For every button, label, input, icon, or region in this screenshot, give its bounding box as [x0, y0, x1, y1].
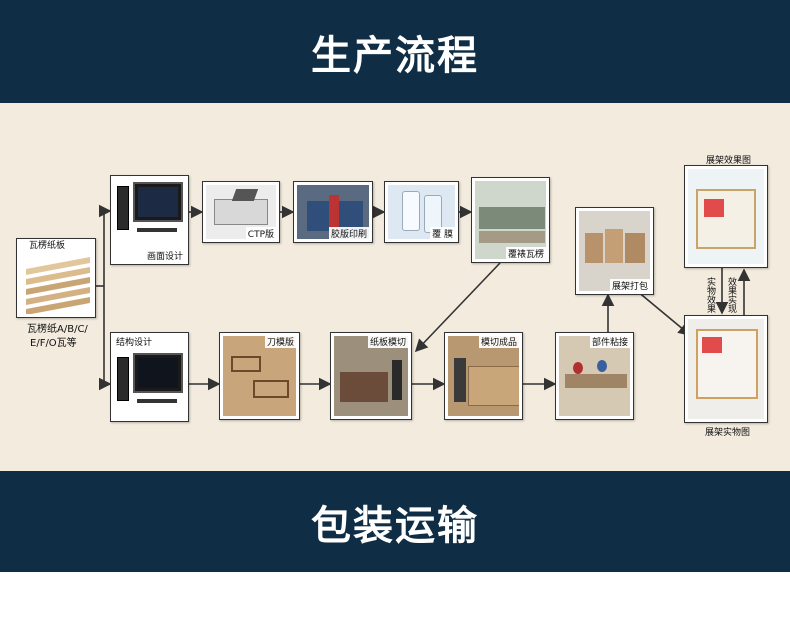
- monitor-icon: [133, 182, 183, 222]
- arrow-laminate-to-diecut: [414, 262, 501, 353]
- node-part-gluing: 部件粘接: [555, 332, 634, 420]
- offset-printing-label: 胶版印刷: [328, 227, 369, 240]
- keyboard-icon: [137, 399, 177, 403]
- corrugated-caption-2: E/F/O瓦等: [30, 338, 77, 349]
- packing-label: 展架打包: [609, 279, 650, 292]
- node-die-cutting: 纸板模切: [330, 332, 412, 420]
- display-rack-render-image: [688, 169, 764, 264]
- node-corrugated-board: 瓦楞纸板: [16, 238, 96, 318]
- die-board-label: 刀模版: [264, 335, 296, 348]
- monitor-icon: [133, 353, 183, 393]
- node-graphic-design: 画面设计: [110, 175, 189, 265]
- node-structure-design: 结构设计: [110, 332, 189, 422]
- node-laminate-corrugated: 覆裱瓦楞: [471, 177, 550, 263]
- laminating-film-label: 覆 膜: [430, 227, 455, 240]
- structure-design-label: 结构设计: [114, 335, 155, 348]
- die-cutting-image: [334, 336, 408, 416]
- node-die-board: 刀模版: [219, 332, 300, 420]
- corrugated-layers-icon: [26, 257, 90, 314]
- process-diagram: 瓦楞纸板 瓦楞纸A/B/C/ E/F/O瓦等 画面设计 CTP版: [0, 103, 790, 471]
- computer-tower-icon: [117, 186, 129, 230]
- keyboard-icon: [137, 228, 177, 232]
- part-gluing-label: 部件粘接: [589, 335, 630, 348]
- die-cut-product-image: [448, 336, 519, 416]
- node-die-cut-product: 模切成品: [444, 332, 523, 420]
- node-packing: 展架打包: [575, 207, 654, 295]
- node-laminating-film: 覆 膜: [384, 181, 459, 243]
- corrugated-layers-image: [20, 253, 92, 314]
- packed-boxes-image: [579, 211, 650, 291]
- die-board-image: [223, 336, 296, 416]
- real-effect-label: 实物效果: [705, 277, 715, 313]
- node-effect-view: [684, 165, 768, 268]
- node-offset-printing: 胶版印刷: [293, 181, 373, 243]
- node-real-view: [684, 315, 768, 423]
- gluing-workshop-image: [559, 336, 630, 416]
- node-ctp: CTP版: [202, 181, 280, 243]
- die-cutting-label: 纸板模切: [367, 335, 408, 348]
- corrugated-caption-1: 瓦楞纸A/B/C/: [27, 324, 88, 335]
- effect-view-label: 展架效果图: [706, 156, 752, 166]
- laminating-line-image: [475, 181, 546, 259]
- flow-arrows: [96, 204, 751, 391]
- laminate-corrugated-label: 覆裱瓦楞: [505, 247, 546, 260]
- display-rack-photo-image: [688, 319, 764, 419]
- real-view-label: 展架实物图: [705, 428, 751, 438]
- die-cut-product-label: 模切成品: [478, 335, 519, 348]
- film-rolls-image: [388, 185, 455, 239]
- banner-production-process: 生产流程: [0, 0, 790, 103]
- effect-realization-label: 效果实现: [726, 277, 736, 313]
- banner-packaging-shipping: 包装运输: [0, 471, 790, 572]
- ctp-label: CTP版: [245, 227, 276, 240]
- graphic-design-label: 画面设计: [144, 249, 185, 262]
- computer-tower-icon: [117, 357, 129, 401]
- corrugated-title: 瓦楞纸板: [29, 241, 66, 251]
